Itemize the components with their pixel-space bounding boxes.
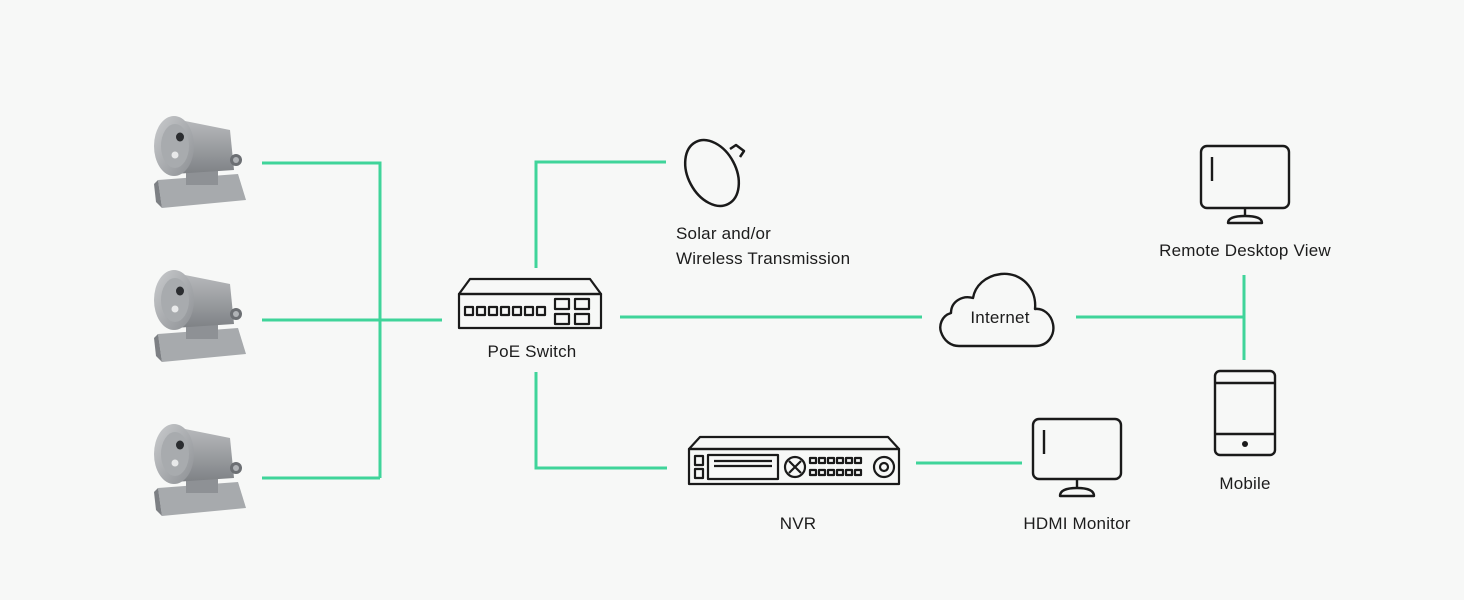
nvr-label: NVR <box>779 514 817 533</box>
tablet-icon <box>1213 369 1277 457</box>
poe-switch-icon <box>457 277 603 330</box>
solar-label-line1: Solar and/or <box>676 224 772 243</box>
nvr-icon <box>687 435 901 486</box>
internet-label: Internet <box>970 308 1030 327</box>
dish-antenna-icon <box>683 138 746 208</box>
hdmi-monitor-icon <box>1031 417 1123 498</box>
cloud-icon <box>939 272 1055 348</box>
wire-switch-solar <box>534 160 666 268</box>
remote-desktop-label: Remote Desktop View <box>1159 241 1331 260</box>
wire-switch-nvr <box>534 372 667 470</box>
camera-icon <box>154 270 246 362</box>
mobile-label: Mobile <box>1219 474 1271 493</box>
solar-label-line2: Wireless Transmission <box>676 249 851 268</box>
camera-icon <box>154 116 246 208</box>
poe-switch-label: PoE Switch <box>487 342 577 361</box>
wire-camera-1 <box>262 161 382 478</box>
desktop-monitor-icon <box>1199 144 1291 225</box>
camera-icon <box>154 424 246 516</box>
hdmi-monitor-label: HDMI Monitor <box>1023 514 1131 533</box>
